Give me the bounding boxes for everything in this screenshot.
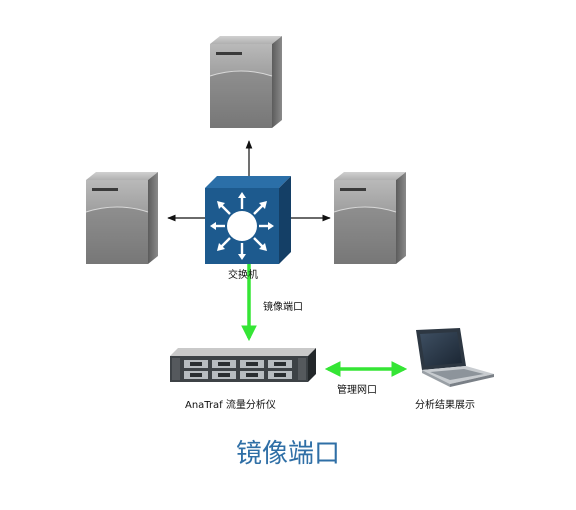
server-tower-icon	[333, 171, 407, 265]
server-right	[333, 171, 407, 265]
laptop-icon	[416, 328, 494, 387]
analyzer-label: AnaTraf 流量分析仪	[185, 400, 276, 411]
server-tower-icon	[85, 171, 159, 265]
laptop-label: 分析结果展示	[415, 400, 475, 411]
server-tower-icon	[209, 35, 283, 129]
diagram-caption: 镜像端口	[235, 439, 340, 469]
switch	[205, 176, 291, 264]
server-left	[85, 171, 159, 265]
server-top	[209, 35, 283, 129]
mirror-port-label: 镜像端口	[263, 302, 303, 313]
switch-label: 交换机	[228, 270, 258, 281]
rack-server-icon	[170, 348, 316, 382]
laptop	[416, 328, 494, 387]
mgmt-port-label: 管理网口	[337, 385, 377, 396]
analyzer	[170, 348, 316, 382]
layer3-switch-icon	[205, 176, 291, 264]
